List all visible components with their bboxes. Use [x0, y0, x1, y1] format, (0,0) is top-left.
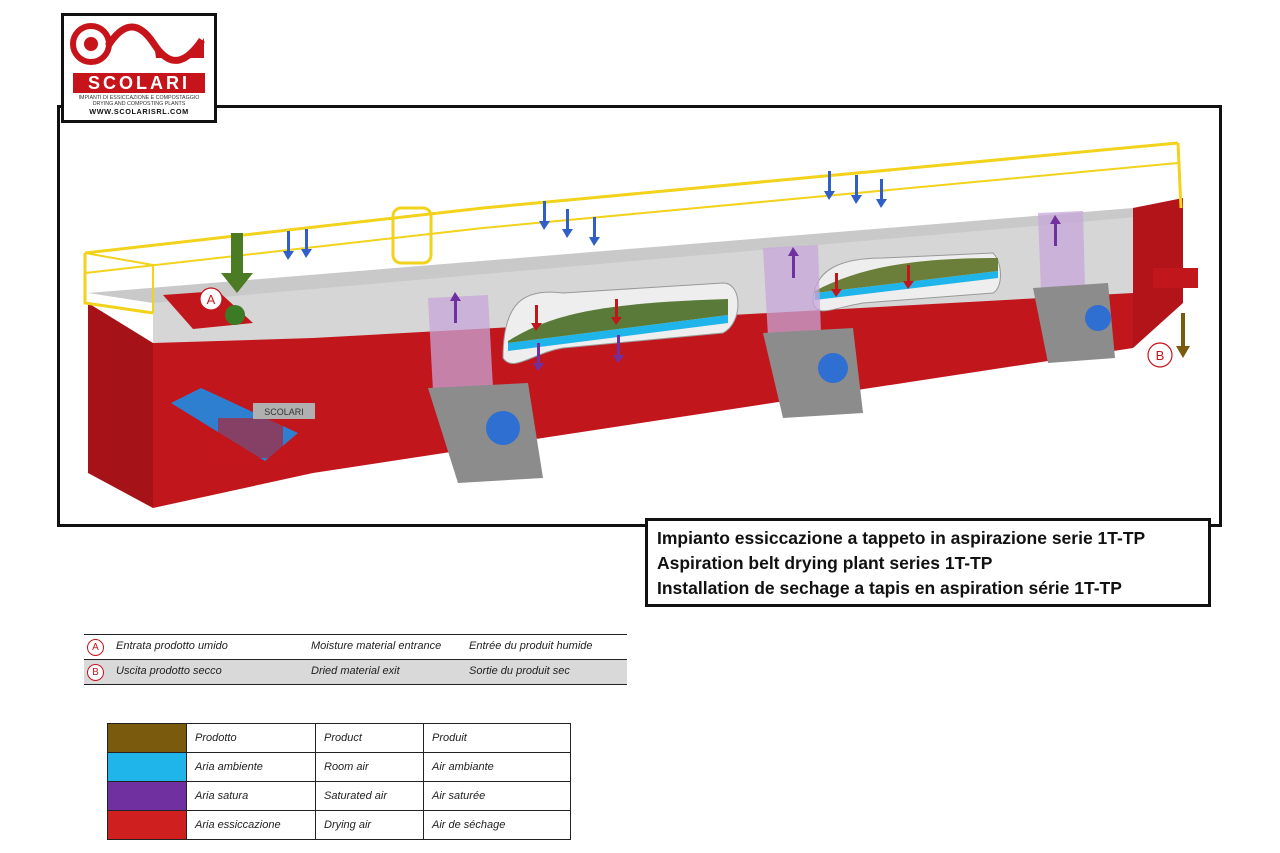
fan-unit-2 — [763, 245, 863, 418]
color-legend: Prodotto Product Produit Aria ambiente R… — [107, 723, 571, 840]
legend-label-it: Prodotto — [186, 723, 316, 753]
plant-diagram-frame: SCOLARI — [57, 105, 1222, 527]
point-text-it: Entrata prodotto umido — [116, 640, 228, 652]
point-text-fr: Entrée du produit humide — [469, 640, 593, 652]
legend-label-fr: Produit — [423, 723, 571, 753]
point-badge: A — [87, 639, 104, 656]
railing-post-right — [1176, 142, 1183, 209]
drying-air-arrows — [531, 265, 914, 331]
product-inlet-arrow — [221, 233, 253, 293]
legend-label-en: Product — [315, 723, 424, 753]
railing-mid — [84, 162, 1179, 274]
legend-row: Aria essiccazione Drying air Air de séch… — [107, 810, 571, 840]
logo-tagline-it: IMPIANTI DI ESSICCAZIONE E COMPOSTAGGIO — [78, 95, 200, 101]
point-text-en: Dried material exit — [311, 665, 400, 677]
brand-panel-label: SCOLARI — [264, 407, 304, 417]
point-badge: B — [87, 664, 104, 681]
scolari-emblem-icon — [70, 23, 205, 65]
legend-label-it: Aria satura — [186, 781, 316, 811]
left-end-wall — [88, 303, 153, 508]
legend-swatch — [107, 810, 187, 840]
scolari-logo: SCOLARI IMPIANTI DI ESSICCAZIONE E COMPO… — [61, 13, 217, 123]
logo-brand: SCOLARI — [73, 73, 205, 93]
legend-label-en: Room air — [315, 752, 424, 782]
plant-illustration: SCOLARI — [83, 141, 1198, 508]
room-air-arrows — [283, 171, 887, 260]
legend-label-fr: Air ambiante — [423, 752, 571, 782]
logo-tagline-en: DRYING AND COMPOSTING PLANTS — [92, 101, 186, 107]
wet-product-pile — [225, 305, 245, 325]
railing-end — [83, 253, 154, 315]
legend-swatch — [107, 781, 187, 811]
product-outlet-arrowhead — [1176, 346, 1190, 358]
label-b-circle — [1147, 342, 1173, 368]
legend-row: Aria satura Saturated air Air saturée — [107, 781, 571, 811]
legend-row: Prodotto Product Produit — [107, 723, 571, 753]
legend-label-fr: Air saturée — [423, 781, 571, 811]
title-fr: Installation de sechage a tapis en aspir… — [657, 578, 1122, 598]
point-row-a: A Entrata prodotto umido Moisture materi… — [84, 634, 627, 659]
legend-label-en: Drying air — [315, 810, 424, 840]
point-text-en: Moisture material entrance — [311, 640, 442, 652]
label-a-circle — [199, 287, 223, 311]
top-deck — [88, 208, 1183, 303]
fan-unit-1 — [428, 295, 543, 483]
legend-label-en: Saturated air — [315, 781, 424, 811]
logo-url: WWW.SCOLARISRL.COM — [89, 107, 189, 116]
belt-1 — [508, 315, 728, 351]
point-row-b: B Uscita prodotto secco Dried material e… — [84, 659, 627, 685]
ladder-cage — [391, 206, 433, 265]
discharge-chute — [1153, 268, 1198, 288]
label-b: B — [1156, 348, 1165, 363]
brand-panel — [253, 403, 315, 419]
label-a: A — [207, 292, 216, 307]
railing-side — [84, 252, 154, 313]
point-text-it: Uscita prodotto secco — [116, 665, 222, 677]
legend-label-fr: Air de séchage — [423, 810, 571, 840]
points-legend: A Entrata prodotto umido Moisture materi… — [84, 634, 627, 685]
legend-row: Aria ambiente Room air Air ambiante — [107, 752, 571, 782]
railing-top — [84, 141, 1179, 255]
legend-swatch — [107, 723, 187, 753]
conveyor-housing — [218, 418, 283, 458]
point-text-fr: Sortie du produit sec — [469, 665, 570, 677]
product-layer-2 — [815, 258, 998, 293]
logo-tagline: IMPIANTI DI ESSICCAZIONE E COMPOSTAGGIO … — [68, 95, 210, 107]
main-body-upper — [153, 213, 1133, 343]
fan-unit-3 — [1033, 211, 1115, 363]
title-box: Impianto essiccazione a tappeto in aspir… — [645, 518, 1211, 607]
title-it: Impianto essiccazione a tappeto in aspir… — [657, 528, 1146, 548]
legend-label-it: Aria essiccazione — [186, 810, 316, 840]
title-en: Aspiration belt drying plant series 1T-T… — [657, 553, 993, 573]
saturated-air-arrows — [450, 215, 1061, 371]
legend-swatch — [107, 752, 187, 782]
legend-label-it: Aria ambiente — [186, 752, 316, 782]
